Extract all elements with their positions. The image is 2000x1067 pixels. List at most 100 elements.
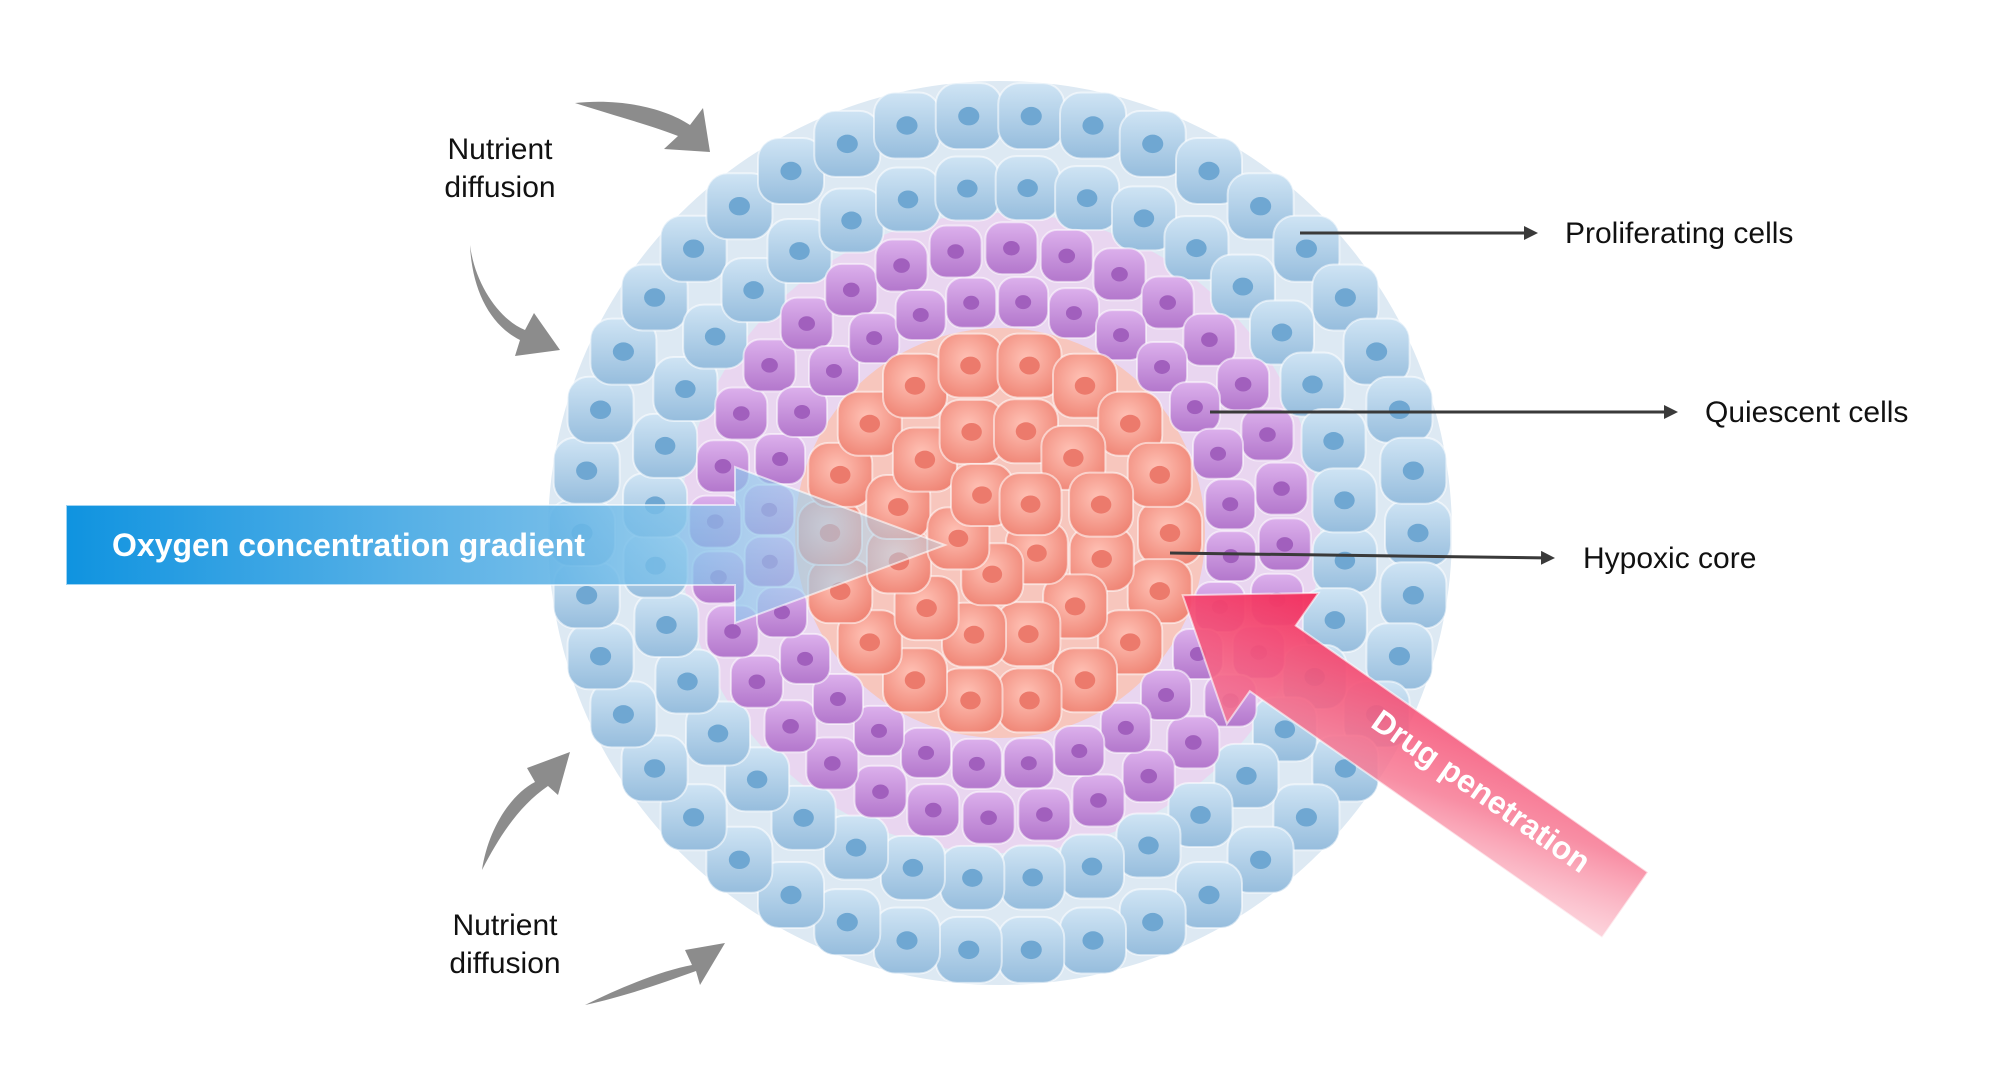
proliferating-cell bbox=[1272, 783, 1341, 852]
proliferating-cell bbox=[1175, 137, 1243, 206]
proliferating-cell bbox=[1167, 781, 1234, 848]
nutrient-diffusion-bottom-label-1: Nutrient bbox=[452, 909, 558, 942]
quiescent-cell bbox=[779, 632, 832, 685]
curved-arrow-icon bbox=[470, 245, 560, 356]
quiescent-cell bbox=[894, 288, 947, 341]
quiescent-cell bbox=[1192, 427, 1245, 480]
proliferating-cell bbox=[1110, 185, 1177, 252]
quiescent-cell bbox=[1240, 407, 1295, 462]
proliferating-cell bbox=[997, 82, 1066, 151]
quiescent-cells-label: Quiescent cells bbox=[1705, 396, 1908, 429]
quiescent-cell bbox=[1002, 737, 1055, 790]
hypoxic-cell bbox=[937, 667, 1004, 734]
quiescent-cell bbox=[852, 704, 905, 757]
hypoxic-cell bbox=[950, 463, 1015, 528]
nutrient-diffusion-top-label-1: Nutrient bbox=[447, 133, 553, 166]
proliferating-cell bbox=[633, 591, 700, 658]
proliferating-cell bbox=[1115, 812, 1182, 879]
proliferating-cell bbox=[1226, 825, 1295, 894]
proliferating-cell bbox=[1365, 622, 1434, 691]
proliferating-cell bbox=[566, 375, 635, 444]
proliferating-cell bbox=[632, 412, 699, 479]
proliferating-cell bbox=[1209, 253, 1276, 320]
quiescent-cell bbox=[906, 783, 961, 838]
quiescent-cell bbox=[1204, 530, 1257, 583]
proliferating-cell bbox=[757, 860, 825, 929]
quiescent-cell bbox=[1204, 478, 1257, 531]
proliferating-cell bbox=[879, 834, 946, 901]
proliferating-cell bbox=[1300, 408, 1367, 475]
drug-penetration-arrow bbox=[1181, 591, 1650, 940]
proliferating-cell bbox=[1213, 742, 1280, 809]
hypoxic-cell bbox=[1097, 390, 1164, 457]
hypoxic-cell bbox=[996, 667, 1063, 734]
quiescent-cell bbox=[1166, 715, 1221, 770]
quiescent-cell bbox=[1047, 287, 1100, 340]
oxygen-gradient-arrow: Oxygen concentration gradient bbox=[65, 465, 948, 625]
proliferating-cell bbox=[813, 888, 882, 957]
proliferating-cell bbox=[1059, 906, 1128, 975]
proliferating-cell bbox=[1311, 263, 1380, 332]
proliferating-cells-label: Proliferating cells bbox=[1565, 217, 1793, 250]
curved-arrow-icon bbox=[585, 943, 725, 1005]
curved-arrow-icon bbox=[575, 101, 710, 152]
proliferating-cell bbox=[1311, 467, 1378, 534]
hypoxic-cell bbox=[1126, 558, 1193, 625]
proliferating-cell bbox=[1226, 172, 1295, 241]
proliferating-cell bbox=[1279, 351, 1346, 418]
proliferating-cell bbox=[659, 214, 728, 283]
proliferating-cell bbox=[934, 915, 1003, 984]
quiescent-cell bbox=[1095, 309, 1148, 362]
proliferating-cell bbox=[823, 814, 890, 881]
proliferating-cell bbox=[705, 825, 774, 894]
proliferating-cell bbox=[1058, 833, 1125, 900]
label-pointers bbox=[1169, 226, 1678, 565]
quiescent-cell bbox=[1254, 461, 1309, 516]
proliferating-cell bbox=[1118, 888, 1187, 957]
quiescent-cell bbox=[1182, 312, 1237, 367]
quiescent-cell bbox=[874, 238, 929, 293]
proliferating-cell bbox=[566, 622, 635, 691]
cell-layers bbox=[548, 82, 1452, 984]
proliferating-cell bbox=[620, 734, 689, 803]
proliferating-cell bbox=[1248, 299, 1315, 366]
quiescent-cell bbox=[900, 726, 953, 779]
quiescent-cell bbox=[1099, 701, 1152, 754]
proliferating-cell bbox=[1163, 215, 1230, 282]
quiescent-cell bbox=[805, 736, 860, 791]
quiescent-cell bbox=[1092, 247, 1147, 302]
quiescent-cell bbox=[824, 262, 879, 317]
proliferating-cell bbox=[994, 155, 1061, 222]
quiescent-cell bbox=[984, 221, 1039, 276]
proliferating-cell bbox=[934, 82, 1003, 151]
proliferating-cell bbox=[770, 784, 837, 851]
curved-arrow-icon bbox=[482, 752, 570, 870]
quiescent-cell bbox=[763, 699, 818, 754]
proliferating-cell bbox=[720, 257, 787, 324]
proliferating-cell bbox=[872, 91, 941, 160]
proliferating-cell bbox=[813, 109, 882, 178]
arrow-right-icon bbox=[1169, 550, 1555, 565]
quiescent-cell bbox=[1140, 669, 1193, 722]
proliferating-cell bbox=[685, 700, 752, 767]
oxygen-gradient-label: Oxygen concentration gradient bbox=[112, 527, 585, 563]
quiescent-cell bbox=[945, 276, 998, 329]
quiescent-cell bbox=[776, 385, 829, 438]
quiescent-cell bbox=[1053, 725, 1106, 778]
proliferating-cell bbox=[1342, 317, 1411, 386]
proliferating-cell bbox=[939, 844, 1006, 911]
quiescent-cell bbox=[961, 790, 1016, 845]
proliferating-cell bbox=[1059, 91, 1128, 160]
proliferating-cell bbox=[999, 844, 1066, 911]
hypoxic-cell bbox=[937, 332, 1004, 399]
hypoxic-cell bbox=[1126, 441, 1193, 508]
proliferating-cell bbox=[997, 915, 1066, 984]
proliferating-cell bbox=[705, 172, 774, 241]
proliferating-cell bbox=[1379, 436, 1448, 505]
quiescent-cell bbox=[1257, 517, 1312, 572]
proliferating-cell bbox=[654, 648, 721, 715]
proliferating-cell bbox=[1379, 561, 1448, 630]
quiescent-cell bbox=[853, 764, 908, 819]
quiescent-cell bbox=[742, 338, 797, 393]
proliferating-cell bbox=[875, 166, 942, 233]
